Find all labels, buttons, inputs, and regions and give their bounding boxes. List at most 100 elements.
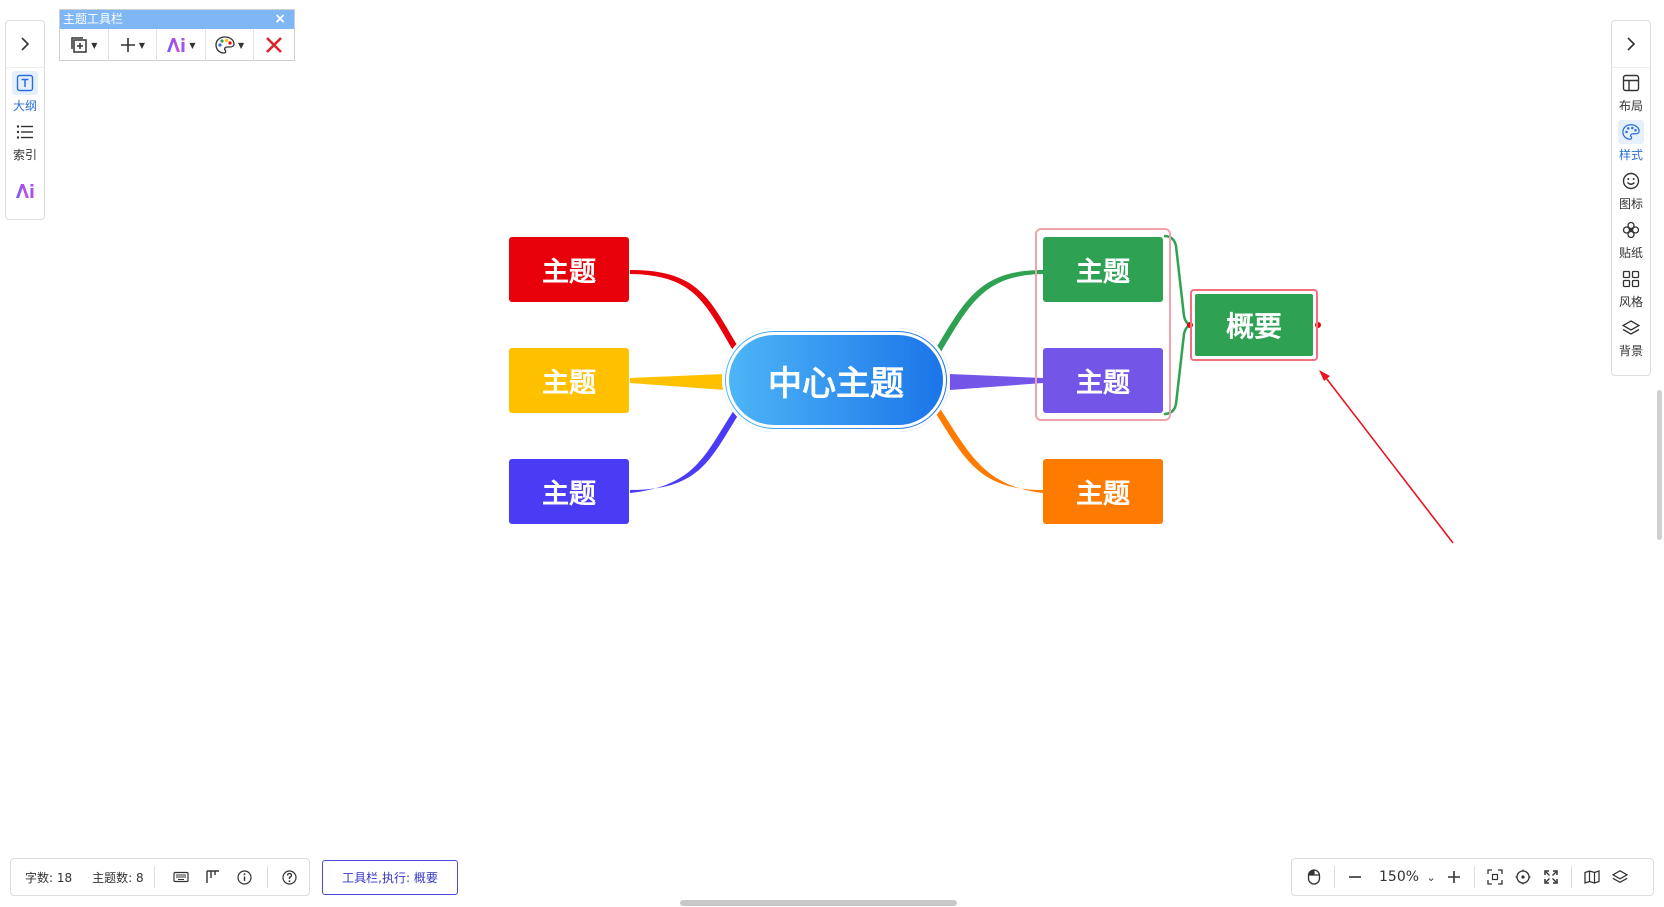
topic-node-right-middle[interactable]: 主题 xyxy=(1043,348,1163,413)
structure-icon xyxy=(205,870,219,883)
divider xyxy=(1473,866,1475,888)
add-button[interactable]: ▼ xyxy=(109,29,158,61)
topic-node-right-top[interactable]: 主题 xyxy=(1043,237,1163,302)
chevron-down-icon: ▼ xyxy=(238,40,245,50)
summary-label: 概要 xyxy=(1195,294,1313,356)
emoji-icon xyxy=(1622,172,1640,190)
toolbar-action-hint-button[interactable]: 工具栏,执行: 概要 xyxy=(322,860,458,895)
palette-icon xyxy=(1622,124,1640,140)
topic-toolbar-close-button[interactable]: × xyxy=(274,11,286,27)
central-topic-label: 中心主题 xyxy=(768,363,904,404)
ai-icon xyxy=(167,38,185,52)
topic-node-left-top[interactable]: 主题 xyxy=(509,237,629,302)
info-icon xyxy=(237,869,252,885)
sidebar-item-label: 布局 xyxy=(1618,99,1643,113)
keyboard-icon xyxy=(173,871,189,883)
sidebar-item-label: 背景 xyxy=(1618,344,1643,358)
central-topic-node[interactable]: 中心主题 xyxy=(722,328,950,432)
mouse-icon xyxy=(1307,869,1321,885)
sidebar-item-label: 贴纸 xyxy=(1618,246,1643,260)
fullscreen-button[interactable] xyxy=(1537,863,1565,891)
sidebar-item-label: 大纲 xyxy=(12,99,37,113)
topic-node-left-middle[interactable]: 主题 xyxy=(509,348,629,413)
sidebar-item-label: 样式 xyxy=(1618,148,1643,162)
topic-toolbar-title-bar[interactable]: 主题工具栏 × xyxy=(60,10,294,29)
branch-yellow xyxy=(630,374,725,390)
vertical-scrollbar[interactable] xyxy=(1657,390,1662,540)
keyboard-button[interactable] xyxy=(170,866,192,888)
sidebar-item-label: 风格 xyxy=(1618,295,1643,309)
zoom-level-select[interactable]: 150% ⌄ xyxy=(1379,869,1436,885)
annotation-arrow-head xyxy=(1319,370,1330,381)
sidebar-item-index[interactable]: 索引 xyxy=(6,117,44,166)
sidebar-item-icons[interactable]: 图标 xyxy=(1612,166,1650,215)
branch-red xyxy=(630,270,740,352)
sticker-icon xyxy=(1622,221,1640,239)
branch-green xyxy=(935,270,1043,352)
theme-grid-icon xyxy=(1622,270,1640,288)
right-sidebar-expand-button[interactable] xyxy=(1612,21,1650,68)
branch-orange xyxy=(935,410,1043,493)
sidebar-item-style[interactable]: 样式 xyxy=(1612,117,1650,166)
sidebar-item-ai[interactable] xyxy=(6,166,44,215)
sidebar-item-stickers[interactable]: 贴纸 xyxy=(1612,215,1650,264)
topic-label: 主题 xyxy=(1076,368,1130,399)
divider xyxy=(153,866,155,888)
style-button[interactable]: ▼ xyxy=(206,29,255,61)
index-list-icon xyxy=(16,125,33,139)
help-button[interactable] xyxy=(279,866,301,888)
map-icon xyxy=(1584,870,1600,884)
chevron-down-icon: ▼ xyxy=(189,40,196,50)
topic-label: 主题 xyxy=(1076,479,1130,510)
topic-node-right-bottom[interactable]: 主题 xyxy=(1043,459,1163,524)
left-sidebar: 大纲 索引 xyxy=(5,20,45,220)
zoom-level: 150% xyxy=(1379,869,1420,885)
fullscreen-icon xyxy=(1543,870,1558,884)
topic-toolbar[interactable]: 主题工具栏 × ▼ ▼ ▼ xyxy=(59,9,295,61)
branch-blue xyxy=(630,410,740,493)
left-sidebar-expand-button[interactable] xyxy=(6,21,44,68)
sidebar-item-layout[interactable]: 布局 xyxy=(1612,68,1650,117)
topic-label: 主题 xyxy=(542,368,596,399)
help-icon xyxy=(282,869,297,885)
topic-label: 主题 xyxy=(542,479,596,510)
chevron-down-icon: ▼ xyxy=(91,40,98,50)
layout-icon xyxy=(1622,74,1640,92)
fit-view-button[interactable] xyxy=(1481,863,1509,891)
summary-node[interactable]: 概要 xyxy=(1190,289,1318,361)
minimap-button[interactable] xyxy=(1578,863,1606,891)
pan-mode-button[interactable] xyxy=(1300,863,1328,891)
ai-icon xyxy=(16,183,34,198)
status-bar: 字数: 18 主题数: 8 xyxy=(10,858,310,896)
insert-subtopic-button[interactable]: ▼ xyxy=(60,29,109,61)
divider xyxy=(1570,866,1572,888)
zoom-in-button[interactable] xyxy=(1440,863,1468,891)
topic-toolbar-title: 主题工具栏 xyxy=(63,12,124,26)
divider xyxy=(266,866,268,888)
sidebar-item-theme[interactable]: 风格 xyxy=(1612,264,1650,313)
delete-x-icon xyxy=(266,37,283,53)
sidebar-item-label: 索引 xyxy=(12,148,37,162)
horizontal-scrollbar[interactable] xyxy=(680,900,957,906)
branch-purple xyxy=(950,374,1043,390)
center-view-button[interactable] xyxy=(1509,863,1537,891)
sidebar-item-outline[interactable]: 大纲 xyxy=(6,68,44,117)
ai-button[interactable]: ▼ xyxy=(157,29,206,61)
sidebar-item-background[interactable]: 背景 xyxy=(1612,313,1650,362)
delete-button[interactable] xyxy=(254,29,294,61)
info-button[interactable] xyxy=(234,866,256,888)
outline-icon xyxy=(16,74,34,92)
topic-node-left-bottom[interactable]: 主题 xyxy=(509,459,629,524)
central-topic-border xyxy=(726,332,946,428)
structure-button[interactable] xyxy=(202,866,224,888)
plus-icon xyxy=(120,38,135,52)
sidebar-item-label: 图标 xyxy=(1618,197,1643,211)
divider xyxy=(1334,866,1335,888)
insert-topic-icon xyxy=(71,37,87,53)
zoom-out-button[interactable] xyxy=(1341,863,1369,891)
topic-label: 主题 xyxy=(542,257,596,288)
layers-button[interactable] xyxy=(1606,863,1634,891)
topic-count: 主题数: 8 xyxy=(92,870,144,885)
plus-icon xyxy=(1447,871,1460,883)
